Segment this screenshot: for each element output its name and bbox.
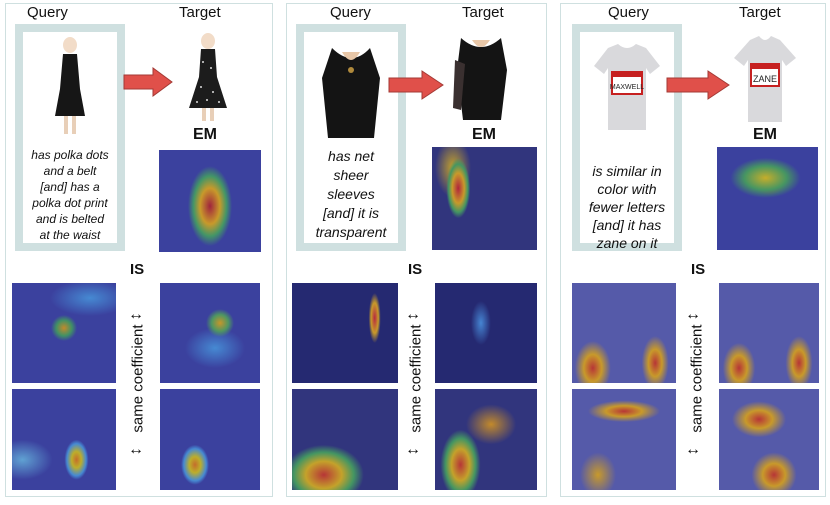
is-heatmap	[572, 283, 676, 383]
query-header: Query	[330, 4, 371, 21]
is-label: IS	[408, 261, 423, 278]
target-top-photo	[453, 38, 507, 120]
is-heatmap	[160, 283, 260, 383]
is-label: IS	[691, 261, 706, 278]
is-heatmap	[12, 389, 116, 490]
double-arrow-icon: ↔	[128, 306, 144, 323]
em-label: EM	[193, 126, 217, 143]
is-heatmap	[435, 283, 537, 383]
double-arrow-icon: ↔	[685, 306, 701, 323]
target-dress-photo	[189, 33, 227, 121]
target-shirt-photo: ZANE	[734, 36, 796, 122]
em-heatmap	[717, 147, 818, 250]
query-top-photo	[322, 48, 380, 138]
query-header: Query	[608, 4, 649, 21]
query-shirt-photo: MAXWELL	[594, 44, 660, 130]
target-header: Target	[179, 4, 221, 21]
em-label: EM	[753, 126, 777, 143]
double-arrow-icon: ↔	[405, 306, 421, 323]
query-header: Query	[27, 4, 68, 21]
same-coefficient-label: same coefficient	[129, 324, 147, 433]
is-heatmap	[292, 389, 398, 490]
right-arrow	[388, 70, 444, 100]
em-label: EM	[472, 126, 496, 143]
is-heatmap	[292, 283, 398, 383]
em-heatmap	[432, 147, 537, 250]
right-arrow	[666, 70, 730, 100]
is-heatmap	[435, 389, 537, 490]
is-heatmap	[572, 389, 676, 490]
double-arrow-icon: ↔	[685, 441, 701, 458]
shirt-text: ZANE	[753, 74, 777, 84]
is-heatmap	[12, 283, 116, 383]
target-header: Target	[462, 4, 504, 21]
shirt-text: MAXWELL	[610, 84, 644, 91]
is-heatmap	[719, 283, 819, 383]
is-heatmap	[160, 389, 260, 490]
query-dress-photo	[55, 37, 85, 134]
is-label: IS	[130, 261, 145, 278]
target-header: Target	[739, 4, 781, 21]
double-arrow-icon: ↔	[405, 441, 421, 458]
same-coefficient-label: same coefficient	[688, 324, 706, 433]
double-arrow-icon: ↔	[128, 441, 144, 458]
is-heatmap	[719, 389, 819, 490]
same-coefficient-label: same coefficient	[407, 324, 425, 433]
em-heatmap	[159, 150, 261, 252]
right-arrow	[123, 67, 173, 97]
